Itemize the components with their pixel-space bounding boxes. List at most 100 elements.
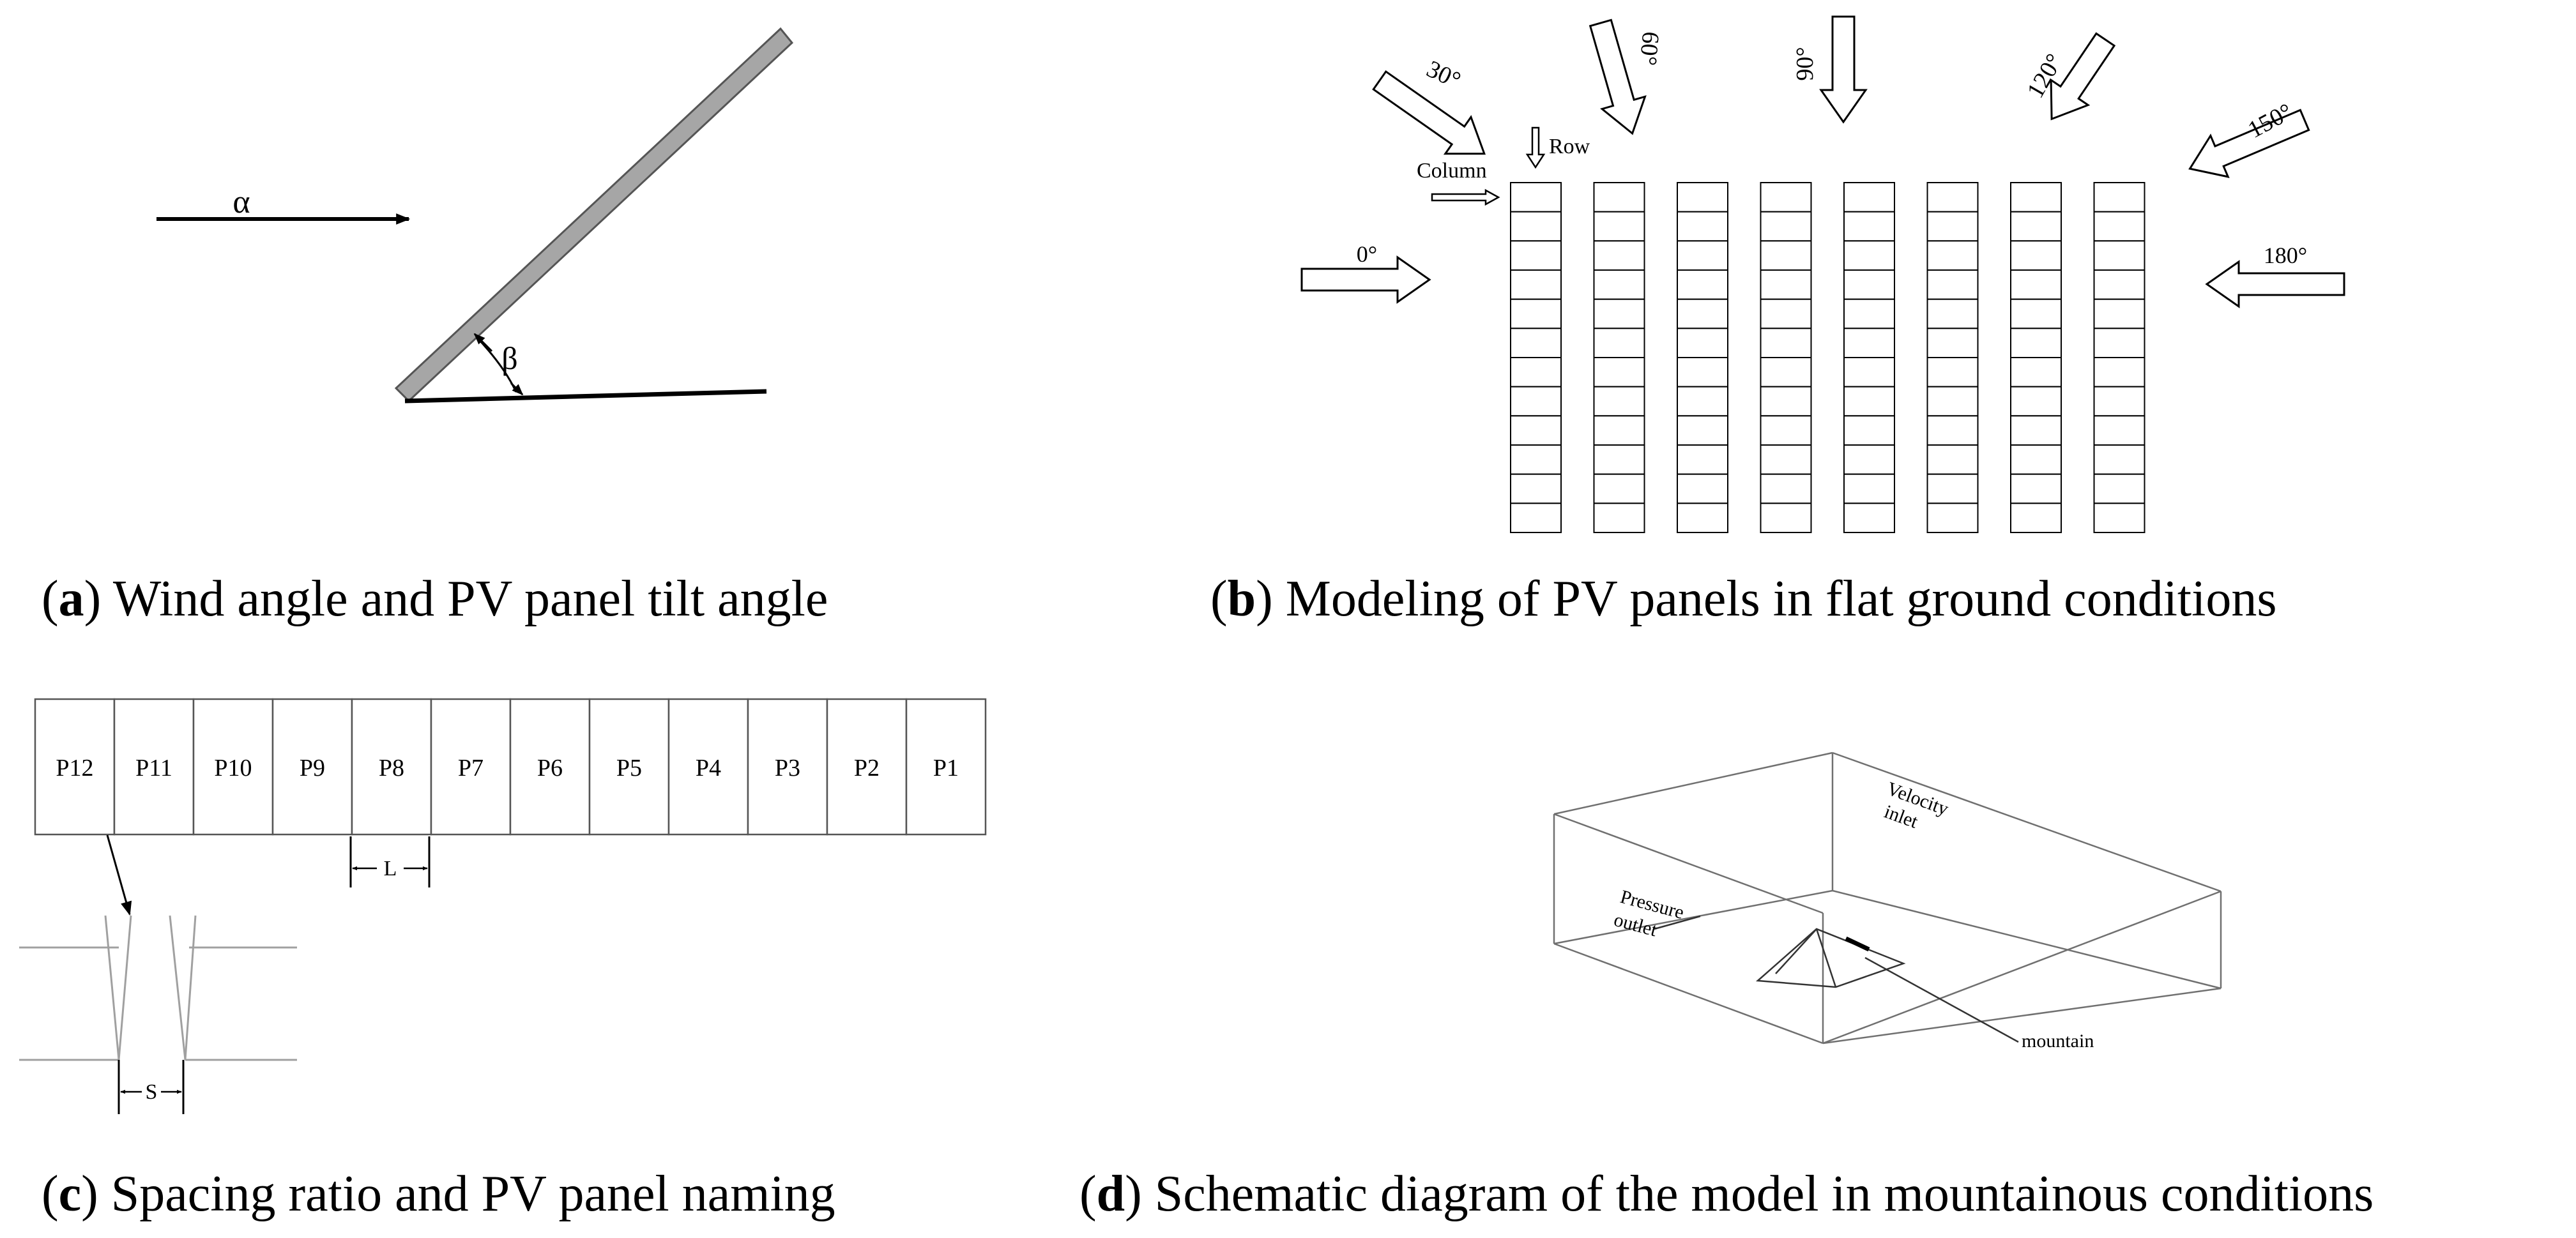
pv-array-grid (1510, 182, 2145, 533)
pv-array-cell (1677, 502, 1728, 533)
pv-array-cell (1760, 473, 1812, 504)
pv-array-cell (2093, 211, 2145, 242)
pv-array-cell (1677, 269, 1728, 300)
pv-array-cell (1593, 386, 1645, 417)
pv-array-cell (1510, 444, 1562, 475)
pv-array-cell (1760, 502, 1812, 533)
wind-arrow-150 (2188, 109, 2310, 178)
pv-array-cell (1677, 444, 1728, 475)
pv-array-cell (1926, 240, 1979, 271)
caption-d-letter: d (1096, 1166, 1125, 1222)
pv-array-cell (1926, 182, 1979, 213)
pv-array-cell (1677, 182, 1728, 213)
pv-panel-label: P7 (458, 755, 484, 781)
caption-b-text: Modeling of PV panels in flat ground con… (1285, 571, 2277, 627)
caption-c-letter: c (58, 1166, 82, 1222)
row-label: Row (1549, 135, 1590, 158)
pv-panel-label: P2 (854, 755, 880, 781)
caption-b-letter: b (1227, 571, 1256, 627)
caption-c-text: Spacing ratio and PV panel naming (111, 1166, 835, 1222)
pv-array-cell (1593, 473, 1645, 504)
pv-array-cell (2010, 357, 2062, 388)
panel-d-diagram: Velocity inlet Pressure outlet mountain (1553, 751, 2222, 1052)
pressure-outlet-leader-line (1654, 915, 1701, 930)
wind-arrow-60 (1589, 19, 1647, 135)
pv-array-cell (2093, 298, 2145, 329)
pv-array-cell (1677, 473, 1728, 504)
pv-panel-cell (430, 698, 512, 836)
tilt-arc-arrow-up (473, 333, 493, 352)
pv-array-cell (1677, 328, 1728, 358)
pv-panel-cell (192, 698, 274, 836)
pv-array-cell (1510, 240, 1562, 271)
length-label: L (384, 857, 397, 880)
pv-panel-cell (826, 698, 908, 836)
wind-arrow-120 (2050, 32, 2116, 121)
alpha-label: α (232, 184, 250, 220)
pv-array-cell (2010, 269, 2062, 300)
caption-a-letter: a (58, 571, 84, 627)
pv-array-cell (1926, 298, 1979, 329)
mountain-model (1755, 928, 1906, 988)
pv-array-cell (1760, 444, 1812, 475)
pv-array-cell (1510, 357, 1562, 388)
pv-array-cell (1593, 444, 1645, 475)
tilt-arc-arrow-down (510, 382, 524, 396)
pv-panel-label: P5 (616, 755, 642, 781)
pv-array-cell (1593, 357, 1645, 388)
caption-a-text: Wind angle and PV panel tilt angle (112, 571, 828, 627)
caption-a: (a) Wind angle and PV panel tilt angle (42, 571, 828, 627)
pv-array-cell (1843, 328, 1895, 358)
computational-domain-box (1553, 751, 2222, 1045)
pv-array-cell (1510, 211, 1562, 242)
pv-array-cell (1843, 211, 1895, 242)
pv-panel-label: P3 (775, 755, 800, 781)
mountain-label: mountain (2022, 1030, 2094, 1052)
pv-panel (394, 27, 794, 403)
pv-panel-cell (113, 698, 195, 836)
pv-array-cell (1843, 240, 1895, 271)
pv-array-cell (2010, 415, 2062, 446)
pv-array-cell (2093, 502, 2145, 533)
pv-array-cell (1760, 328, 1812, 358)
wind-angle-label-60: 60° (1635, 31, 1664, 67)
pv-array-cell (2010, 444, 2062, 475)
pv-array-cell (2010, 298, 2062, 329)
zoom-pointer-arrow (106, 834, 132, 916)
pv-array-cell (2093, 240, 2145, 271)
pv-array-cell (1510, 269, 1562, 300)
pv-array-cell (2093, 415, 2145, 446)
pv-array-cell (2010, 240, 2062, 271)
pv-array-cell (1760, 240, 1812, 271)
pv-array-cell (1926, 211, 1979, 242)
pv-array-cell (1510, 328, 1562, 358)
pv-panel-cell (34, 698, 116, 836)
pv-array-cell (2010, 386, 2062, 417)
pv-panel-label: P10 (214, 755, 252, 781)
pv-array-cell (1843, 357, 1895, 388)
spacing-detail (19, 915, 297, 1061)
pv-array-cell (1677, 298, 1728, 329)
pv-array-cell (1760, 386, 1812, 417)
pv-array-cell (1760, 269, 1812, 300)
pv-panel-cell (271, 698, 353, 836)
pv-array-cell (1760, 357, 1812, 388)
row-arrow (1525, 126, 1546, 169)
pv-array-cell (2093, 444, 2145, 475)
pv-array-cell (2010, 502, 2062, 533)
pv-array-cell (2093, 269, 2145, 300)
pv-array-cell (1760, 211, 1812, 242)
beta-label: β (501, 340, 517, 376)
pv-panel-label: P1 (933, 755, 959, 781)
pv-array-cell (1593, 328, 1645, 358)
pv-array-cell (1843, 473, 1895, 504)
ground-line (404, 389, 767, 404)
pv-panel-label: P4 (696, 755, 721, 781)
caption-c: (c) Spacing ratio and PV panel naming (42, 1166, 835, 1222)
pv-array-cell (2010, 473, 2062, 504)
wind-angle-label-30: 30° (1422, 56, 1465, 94)
pv-array-cell (1926, 269, 1979, 300)
wind-arrow-0 (1300, 255, 1431, 304)
